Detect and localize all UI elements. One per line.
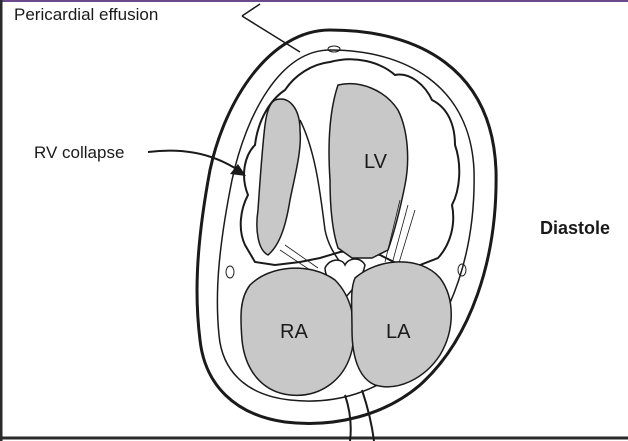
label-phase: Diastole	[540, 218, 610, 238]
label-rv-collapse: RV collapse	[34, 143, 124, 162]
label-ra: RA	[280, 321, 308, 343]
label-pericardial-effusion: Pericardial effusion	[14, 5, 158, 24]
label-lv: LV	[364, 151, 388, 173]
label-la: LA	[386, 321, 411, 343]
